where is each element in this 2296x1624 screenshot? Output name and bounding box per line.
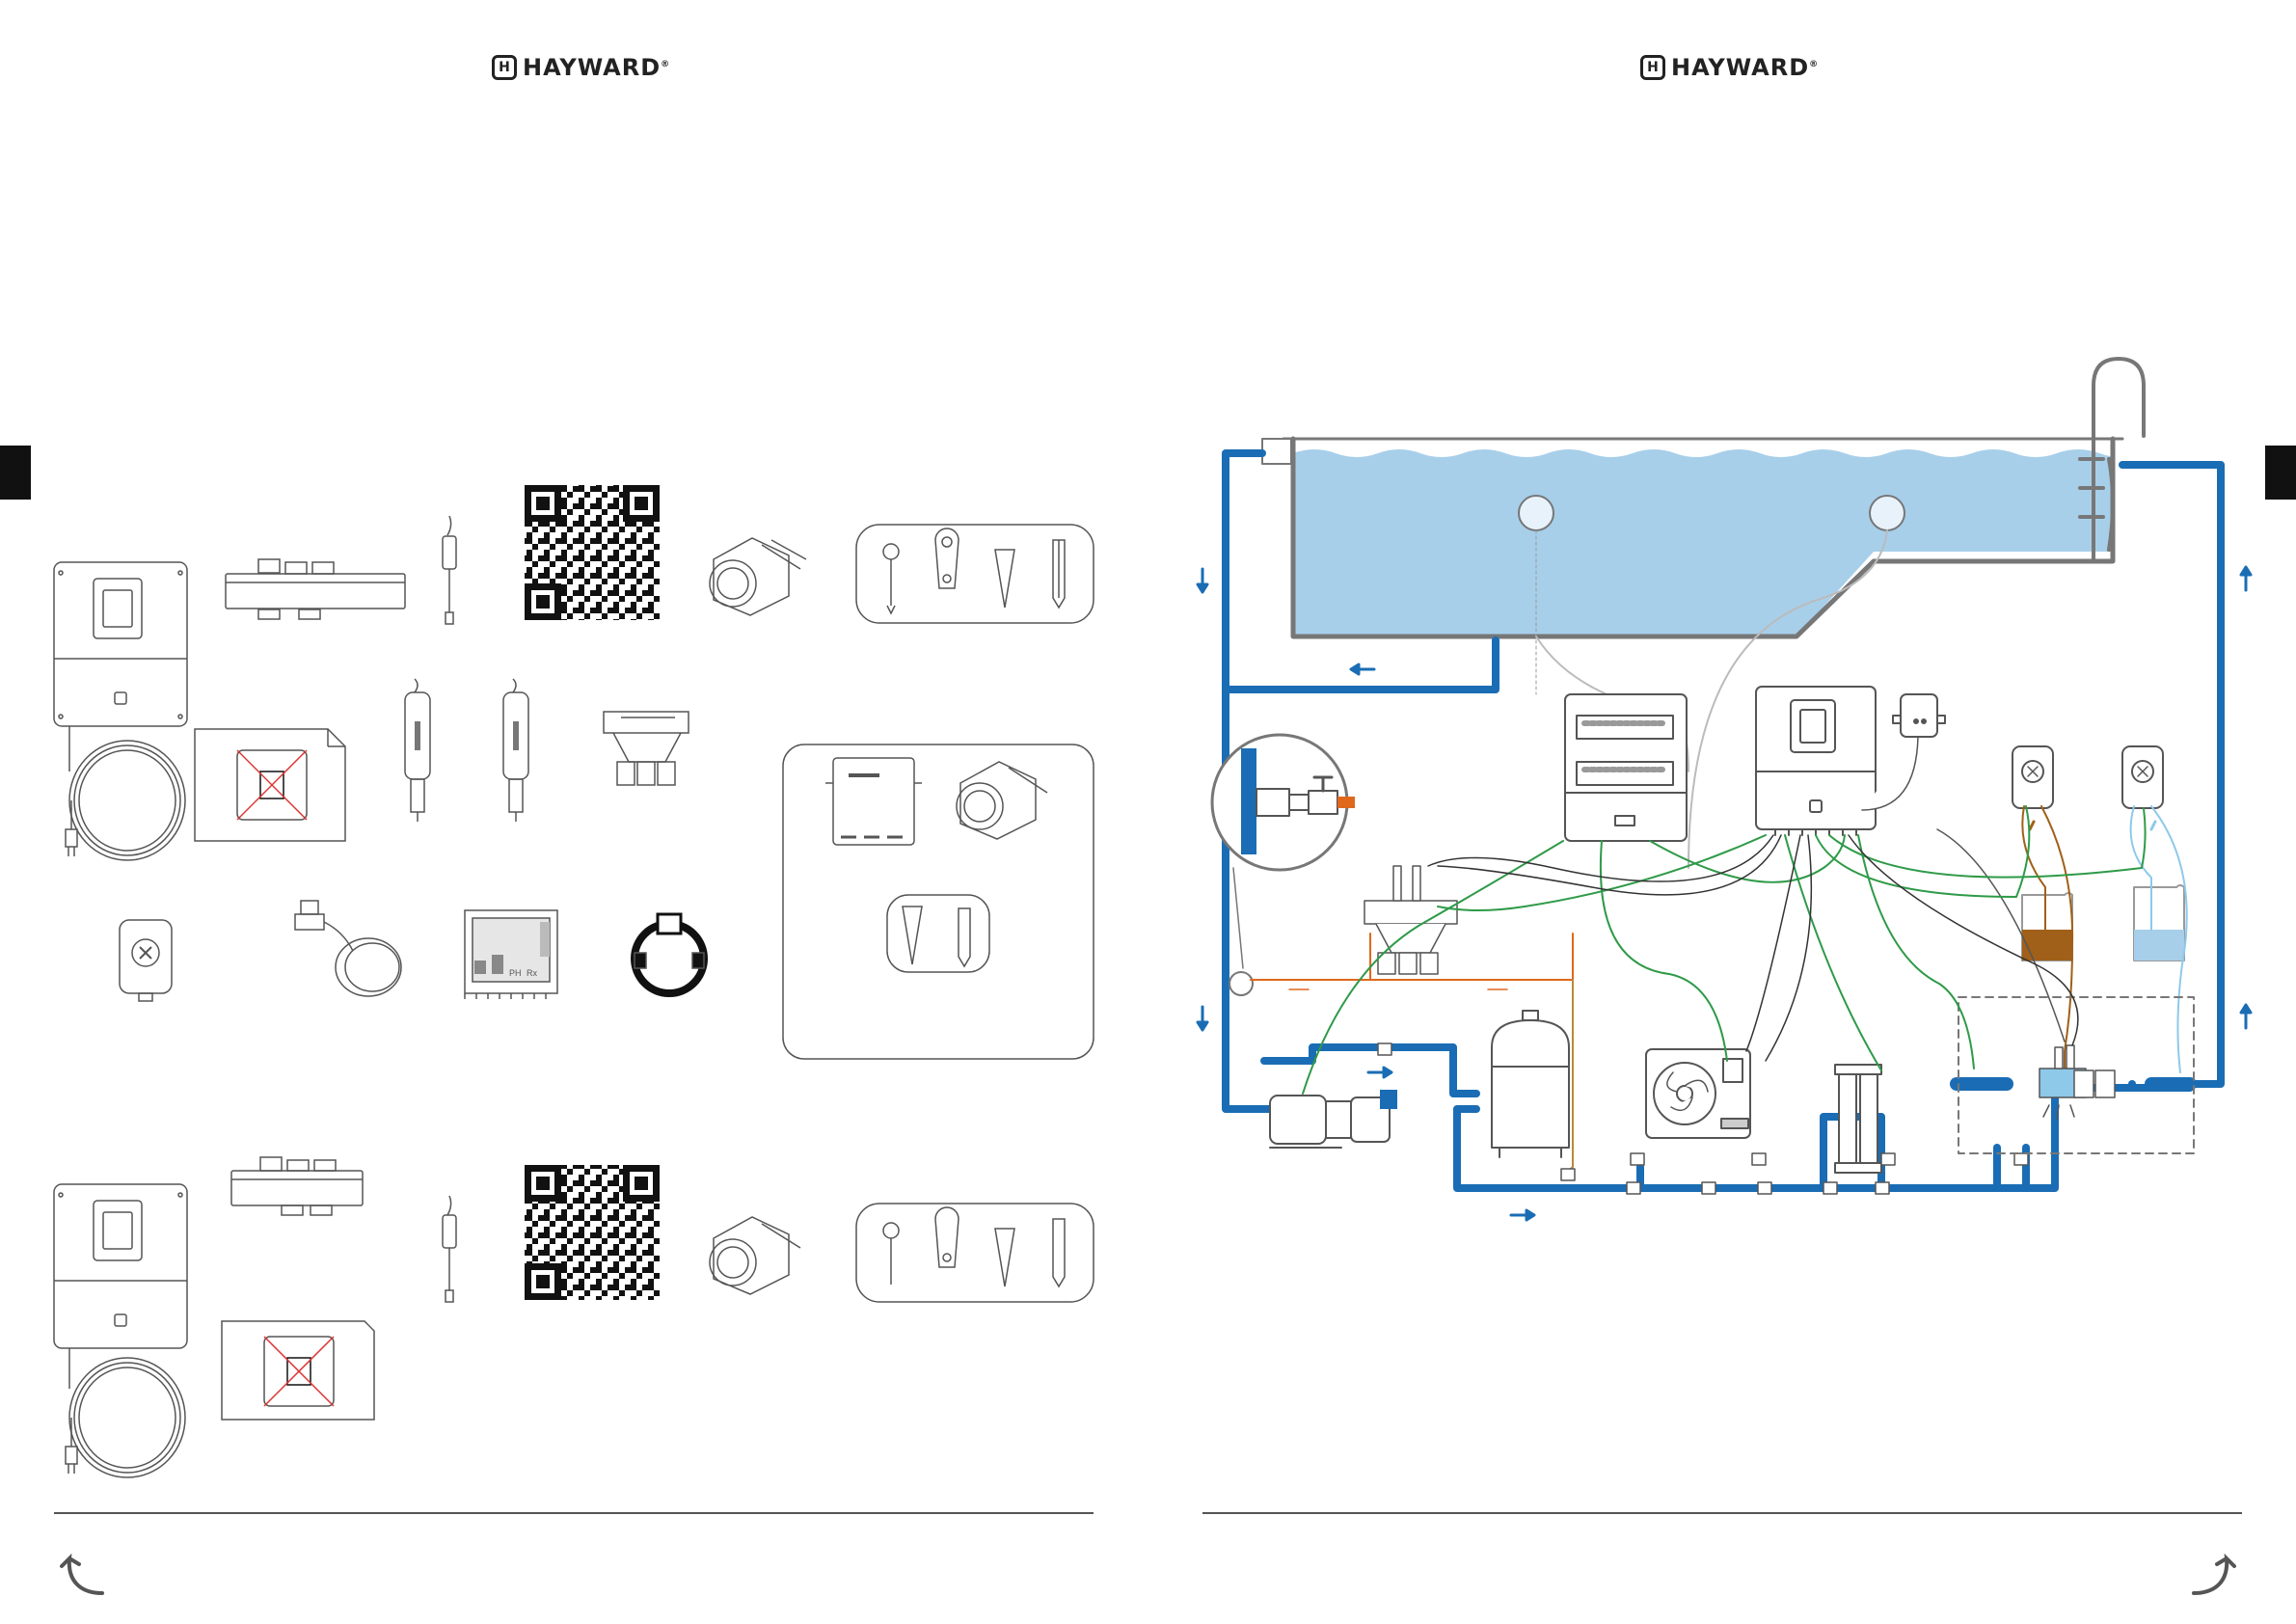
sensor-tap [1229, 972, 1253, 995]
ph-label: PH [509, 968, 522, 978]
flow-switch-a [295, 901, 401, 996]
ph-dosing-pump [2012, 746, 2053, 808]
temperature-probe-a [443, 516, 456, 624]
fixings-kit-b [856, 1204, 1094, 1302]
temperature-probe-b [443, 1196, 456, 1302]
footer-divider-right [1202, 1512, 2242, 1514]
forward-arrow-icon[interactable] [2186, 1539, 2244, 1597]
orp-probe-a [503, 679, 528, 822]
rx-label: Rx [527, 968, 537, 978]
mounting-template-a [195, 729, 345, 841]
skimmer [1262, 439, 1291, 464]
flow-cell-a [226, 559, 405, 619]
electrical-panel [1565, 694, 1687, 841]
chlorine-dosing-pump [2122, 746, 2163, 808]
back-arrow-icon[interactable] [52, 1539, 110, 1597]
pool [1262, 439, 2142, 636]
sand-filter [1492, 1011, 1569, 1157]
right-page: H HAYWARD® [1148, 0, 2296, 1624]
fixings-kit-a [856, 525, 1094, 623]
pool-light-1 [1519, 496, 1553, 530]
cable-gland-b [710, 1217, 800, 1294]
footer-divider-left [54, 1512, 1094, 1514]
chlorine-tank [2134, 885, 2184, 961]
peristaltic-pump-a [120, 920, 172, 1001]
relay-box-kit [783, 744, 1094, 1059]
pipe-clamp-a [635, 914, 704, 993]
ph-probe-a [405, 679, 430, 822]
filter-pump [1270, 1090, 1397, 1148]
heat-pump [1646, 1049, 1750, 1138]
control-box [1756, 687, 1876, 835]
control-unit-b [54, 1184, 187, 1477]
control-unit-a [54, 562, 187, 860]
flow-cell-b [231, 1157, 363, 1215]
pool-light-2 [1870, 496, 1904, 530]
cable-gland-a [710, 538, 806, 615]
terminal-board-a: PH Rx [465, 910, 557, 999]
valve-detail [1212, 735, 1355, 968]
components-illustration: PH Rx [0, 0, 1148, 1624]
installation-diagram [1148, 0, 2296, 1624]
left-page: H HAYWARD® [0, 0, 1148, 1624]
manifold-a [604, 712, 689, 785]
injection-zone [1937, 829, 2194, 1153]
qr-code-b [525, 1165, 660, 1300]
qr-code-a [525, 485, 660, 620]
mounting-template-b [222, 1321, 374, 1420]
